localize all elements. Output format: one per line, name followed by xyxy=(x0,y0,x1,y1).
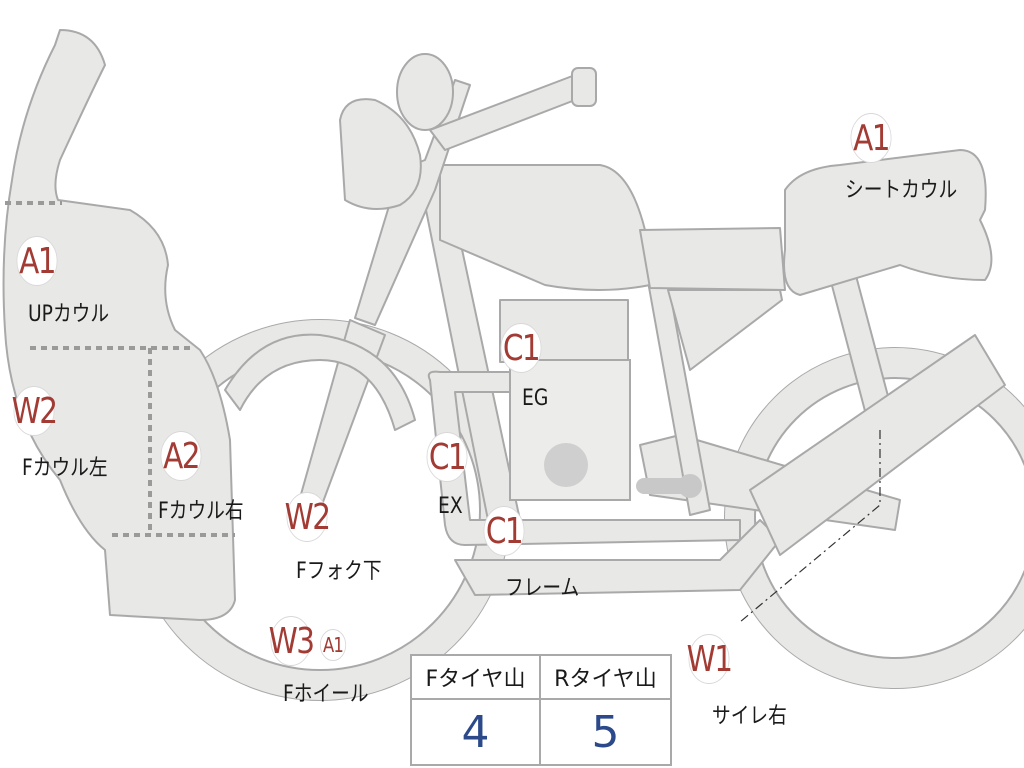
label-seat-cowl: シートカウル xyxy=(845,178,958,203)
code-f-cowl-left: W2 xyxy=(12,386,58,436)
code-muffler-right: W1 xyxy=(687,634,733,684)
label-f-fork-lower: Fフォク下 xyxy=(296,559,382,584)
code-seat-cowl: A1 xyxy=(850,113,892,163)
front-fender xyxy=(224,333,416,431)
tread-header-rear: Rタイヤ山 xyxy=(541,656,670,700)
footpeg-end xyxy=(678,474,702,498)
tire-tread-table: Fタイヤ山 Rタイヤ山 4 5 xyxy=(410,654,672,766)
muffler-leader-line xyxy=(739,430,881,623)
code-f-fork-lower: W2 xyxy=(285,492,331,542)
code-f-cowl-right: A2 xyxy=(160,431,202,481)
headlight xyxy=(339,98,422,210)
label-muffler-right: サイレ右 xyxy=(712,704,787,729)
label-exhaust: EX xyxy=(438,494,463,519)
handlebar-grip xyxy=(571,67,597,107)
label-f-cowl-right: Fカウル右 xyxy=(158,499,244,524)
label-f-wheel: Fホイール xyxy=(283,682,369,707)
label-engine: EG xyxy=(522,386,549,411)
rear-tire xyxy=(725,348,1024,688)
code-up-cowl: A1 xyxy=(16,236,58,286)
muffler xyxy=(749,334,1006,556)
code-engine: C1 xyxy=(500,323,542,373)
label-up-cowl: UPカウル xyxy=(28,302,110,327)
fuel-tank xyxy=(439,164,651,291)
exhaust-pipe xyxy=(427,370,741,546)
code-f-wheel-sub: A1 xyxy=(319,629,347,661)
tread-value-front: 4 xyxy=(412,700,541,764)
rear-tire-inner xyxy=(754,377,1024,659)
seat-cowl xyxy=(783,149,993,296)
label-frame: フレーム xyxy=(505,576,580,601)
tread-header-front: Fタイヤ山 xyxy=(412,656,541,700)
code-frame: C1 xyxy=(483,506,525,556)
code-f-wheel: W3 xyxy=(269,616,315,666)
mirror xyxy=(396,53,454,131)
tread-value-rear: 5 xyxy=(591,706,620,758)
side-cover xyxy=(639,227,786,291)
engine-cover xyxy=(544,443,588,487)
code-exhaust: C1 xyxy=(426,432,468,482)
label-f-cowl-left: Fカウル左 xyxy=(22,456,108,481)
tail-panel xyxy=(667,289,783,371)
